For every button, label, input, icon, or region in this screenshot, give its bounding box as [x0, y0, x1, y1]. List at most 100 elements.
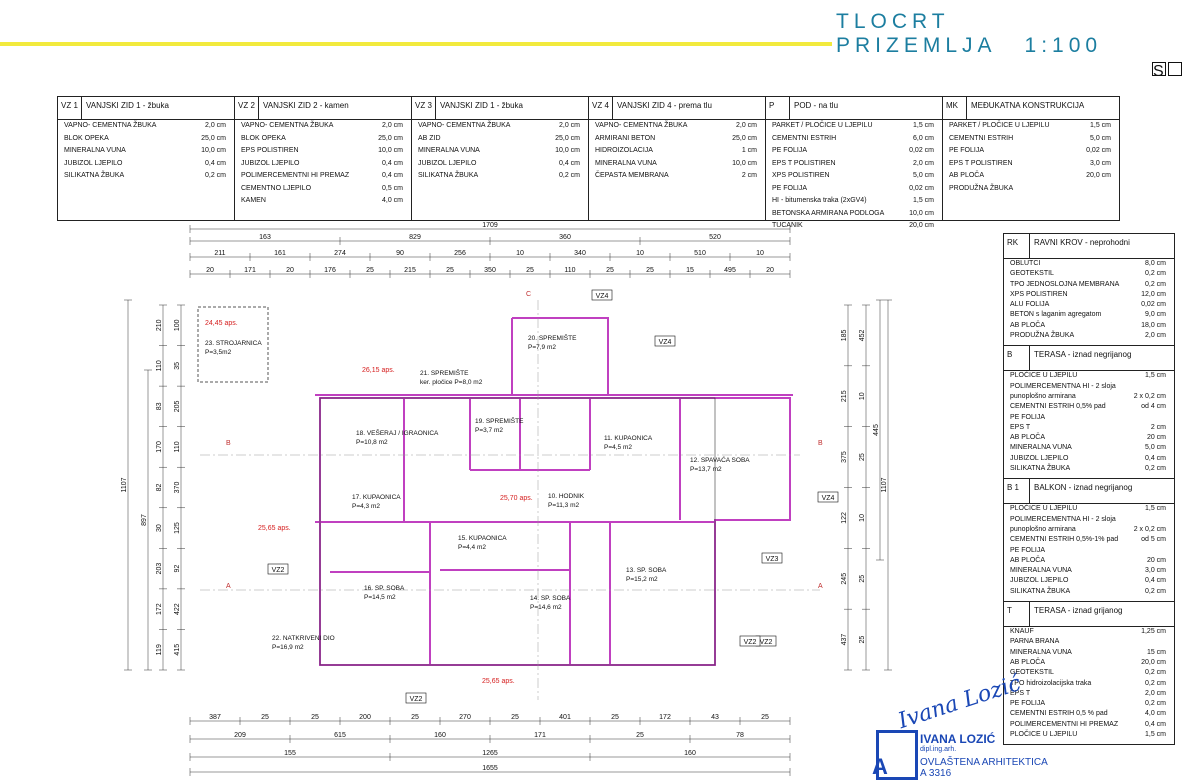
dimension-label: 1265 [482, 750, 498, 757]
legend-name: MEĐUKATNA KONSTRUKCIJA [971, 101, 1085, 110]
layer-thickness: 1,5 cm [1144, 730, 1166, 738]
section-marker: A [226, 583, 231, 590]
room-area: P=3,5m2 [205, 349, 232, 356]
wall-outline [429, 469, 611, 665]
layer-name: PE FOLIJA [772, 184, 808, 192]
room-area: P=15,2 m2 [626, 576, 658, 583]
room-label: 10. HODNIK [548, 493, 585, 500]
dimension-label: 10 [636, 250, 644, 257]
layer-name: AB PLOČA [1010, 434, 1046, 442]
layer-thickness: 0,2 cm [1144, 465, 1166, 473]
layer-name: OBLUTCI [1010, 260, 1041, 267]
layer-name: EPS T [1010, 689, 1031, 697]
dimension-label: 1655 [482, 765, 498, 772]
layer-thickness: 20,0 cm [1086, 172, 1111, 179]
layer-name: HIDROIZOLACIJA [595, 147, 653, 154]
dimension-label: 256 [454, 250, 466, 257]
layer-name: CEMENTNI ESTRIH 0,5 % pad [1010, 710, 1108, 718]
dimension-label: 35 [174, 362, 181, 370]
architect-stamp-frame [876, 730, 918, 780]
dimension-label: 25 [366, 267, 374, 274]
layer-thickness: 0,4 cm [381, 159, 403, 167]
layer-thickness: 10,0 cm [378, 147, 403, 154]
layer-thickness: 3,0 cm [1144, 567, 1166, 575]
layer-thickness: 12,0 cm [1141, 290, 1166, 298]
legend-name: TERASA - iznad negrijanog [1034, 350, 1132, 360]
dimension-label: 401 [559, 714, 571, 721]
dimension-label: 210 [156, 319, 163, 331]
wall-outline [511, 317, 609, 395]
legend-name: RAVNI KROV - neprohodni [1034, 238, 1130, 247]
dimension-label: 15 [686, 267, 694, 274]
legend-row: PARNA BRANA [1004, 637, 1174, 647]
room-label: 17. KUPAONICA [352, 494, 401, 501]
architect-number: A 3316 [920, 768, 952, 779]
layer-thickness: 1,5 cm [912, 122, 934, 129]
section-marker: B [818, 440, 823, 447]
room-area: P=14,6 m2 [530, 604, 562, 611]
layer-name: PARKET / PLOČICE U LJEPILU [772, 122, 873, 129]
layer-thickness: 1,5 cm [1089, 122, 1111, 129]
layer-name: TPO JEDNOSLOJNA MEMBRANA [1010, 280, 1120, 288]
dimension-label: 387 [209, 714, 221, 721]
layer-thickness: 5,0 cm [1144, 444, 1166, 452]
layer-name: JUBIZOL LJEPILO [64, 159, 123, 167]
dimension-label: 615 [334, 732, 346, 739]
layer-name: JUBIZOL LJEPILO [418, 159, 477, 167]
legend-row: PRODUŽNA ŽBUKA [943, 183, 1119, 196]
layer-name: CEMENTNI ESTRIH 0,5%-1% pad [1010, 536, 1119, 544]
dimension-label: 829 [409, 234, 421, 241]
dimension-label: 92 [174, 565, 181, 573]
dimension-label: 205 [174, 400, 181, 412]
legend-name: VANJSKI ZID 1 - žbuka [86, 101, 169, 110]
room-label: 21. SPREMIŠTE [420, 368, 469, 377]
layer-name: JUBIZOL LJEPILO [1010, 454, 1069, 462]
layer-name: PE FOLIJA [1010, 700, 1046, 708]
layer-thickness: 0,4 cm [381, 172, 403, 179]
legend-code: VZ 4 [589, 97, 613, 119]
legend-code: VZ 1 [58, 97, 82, 119]
dimension-label: 25 [311, 714, 319, 721]
dimension-label: 171 [244, 267, 256, 274]
dimension-label: 375 [841, 451, 848, 463]
layer-thickness: 20,0 cm [909, 222, 934, 229]
layer-thickness: 0,4 cm [1144, 577, 1166, 585]
dimension-label: 1107 [121, 477, 128, 492]
layer-name: CEMENTNI ESTRIH [949, 134, 1014, 142]
legend-code: B [1004, 346, 1030, 371]
dimension-label: 274 [334, 250, 346, 257]
legend-name: BALKON - iznad negrijanog [1034, 483, 1133, 493]
layer-name: TPO hidroizolacijska traka [1010, 679, 1092, 687]
layer-name: ALU FOLIJA [1010, 301, 1050, 309]
dimension-label: 20 [766, 267, 774, 274]
wall-tag: VZ3 [766, 556, 779, 563]
layer-thickness: 2,0 cm [735, 122, 757, 129]
layer-thickness: 8,0 cm [1144, 260, 1166, 267]
dimension-label: 445 [873, 424, 880, 436]
layer-thickness: 0,2 cm [204, 172, 226, 179]
